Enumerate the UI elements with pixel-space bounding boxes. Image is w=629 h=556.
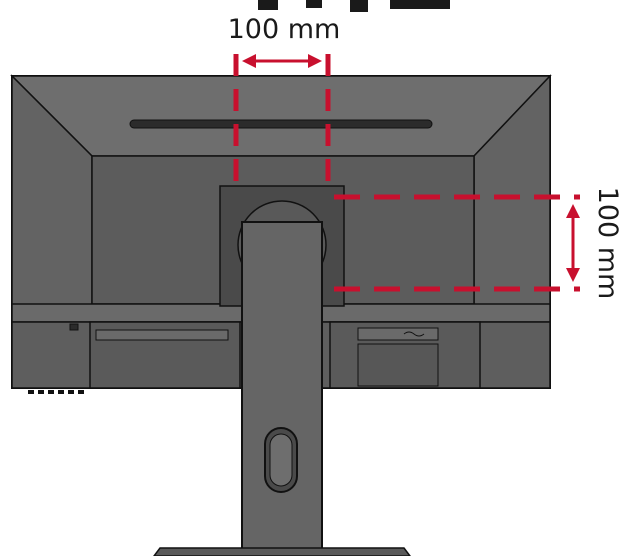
monitor-top-bevel bbox=[10, 75, 552, 157]
stand-base bbox=[153, 547, 411, 556]
horizontal-spacing-label: 100 mm bbox=[228, 14, 341, 45]
port-slot-right bbox=[357, 327, 439, 341]
port-slot-left bbox=[95, 329, 229, 341]
cable-squiggle bbox=[403, 331, 425, 337]
speaker-holes bbox=[28, 390, 84, 394]
monitor-stand bbox=[153, 221, 411, 556]
vertical-spacing-label: 100 mm bbox=[592, 187, 623, 300]
horizontal-dimension-arrow bbox=[242, 54, 322, 68]
stand-neck bbox=[241, 221, 323, 553]
vertical-dimension-arrow bbox=[566, 204, 580, 282]
lock-slot bbox=[69, 323, 79, 331]
stand-cable-hole-inner bbox=[269, 433, 293, 487]
vent-slot bbox=[129, 119, 433, 129]
vesa-markers bbox=[233, 54, 580, 292]
port-block-right bbox=[357, 343, 439, 387]
clipped-heading bbox=[258, 0, 450, 12]
